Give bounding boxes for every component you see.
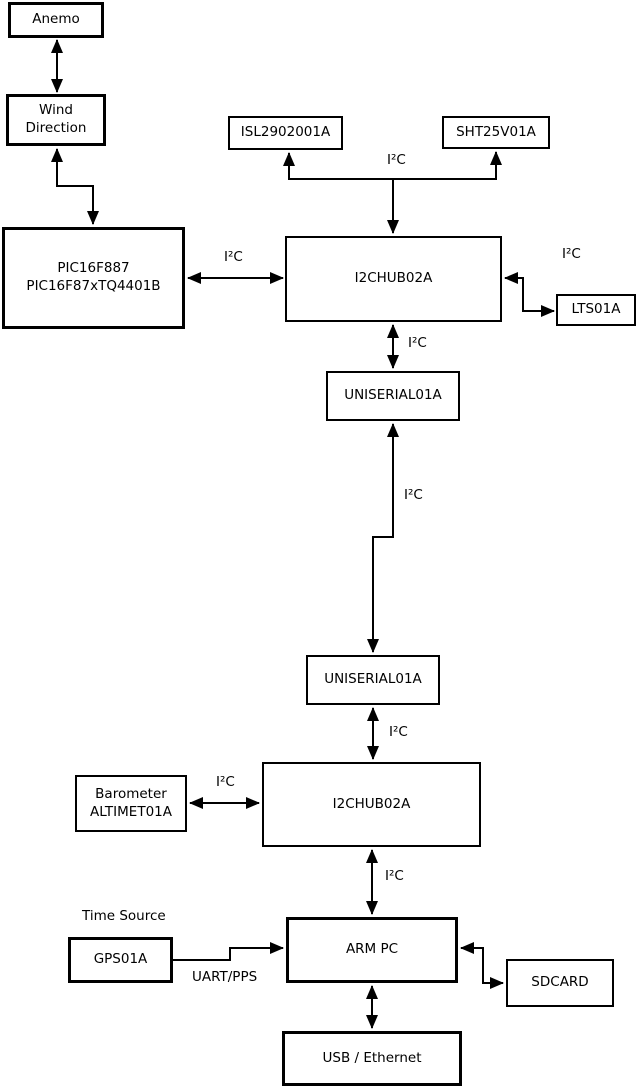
node-sht25v01a: SHT25V01A bbox=[442, 116, 550, 149]
i2c-label-uniserial2-hub2: I²C bbox=[389, 724, 408, 740]
node-sdcard: SDCARD bbox=[506, 959, 614, 1007]
node-i2chub02a-1: I2CHUB02A bbox=[285, 236, 502, 322]
node-lts01a: LTS01A bbox=[556, 294, 636, 326]
node-barometer-altimet01a: Barometer ALTIMET01A bbox=[75, 775, 187, 832]
i2c-label-barometer-hub2: I²C bbox=[216, 774, 235, 790]
node-uniserial01a-2: UNISERIAL01A bbox=[306, 655, 440, 705]
i2c-label-hub1-uniserial1: I²C bbox=[408, 335, 427, 351]
edge-armpc-sdcard bbox=[460, 942, 504, 989]
node-wind-direction: Wind Direction bbox=[6, 94, 106, 146]
i2c-label-sensor-bus: I²C bbox=[387, 152, 406, 168]
node-uniserial01a-1: UNISERIAL01A bbox=[326, 371, 460, 421]
i2c-label-hub2-armpc: I²C bbox=[385, 868, 404, 884]
i2c-label-uniserial-link: I²C bbox=[404, 487, 423, 503]
edge-gps-armpc bbox=[173, 942, 284, 961]
node-gps01a: GPS01A bbox=[68, 937, 173, 983]
node-arm-pc: ARM PC bbox=[286, 917, 458, 983]
node-isl2902001a: ISL2902001A bbox=[228, 116, 343, 150]
edge-hub1-lts bbox=[504, 272, 555, 317]
node-usb-ethernet: USB / Ethernet bbox=[282, 1031, 462, 1086]
i2c-label-pic-hub1: I²C bbox=[224, 249, 243, 265]
i2c-label-hub1-lts: I²C bbox=[562, 246, 581, 262]
edge-wind-pic bbox=[51, 148, 99, 225]
node-anemo: Anemo bbox=[8, 2, 104, 38]
caption-time-source: Time Source bbox=[82, 908, 166, 924]
edge-label-uart-pps: UART/PPS bbox=[192, 969, 258, 985]
edge-uniserial1-uniserial2 bbox=[367, 423, 399, 653]
node-i2chub02a-2: I2CHUB02A bbox=[262, 762, 481, 847]
node-pic16f887: PIC16F887 PIC16F87xTQ4401B bbox=[2, 227, 185, 329]
